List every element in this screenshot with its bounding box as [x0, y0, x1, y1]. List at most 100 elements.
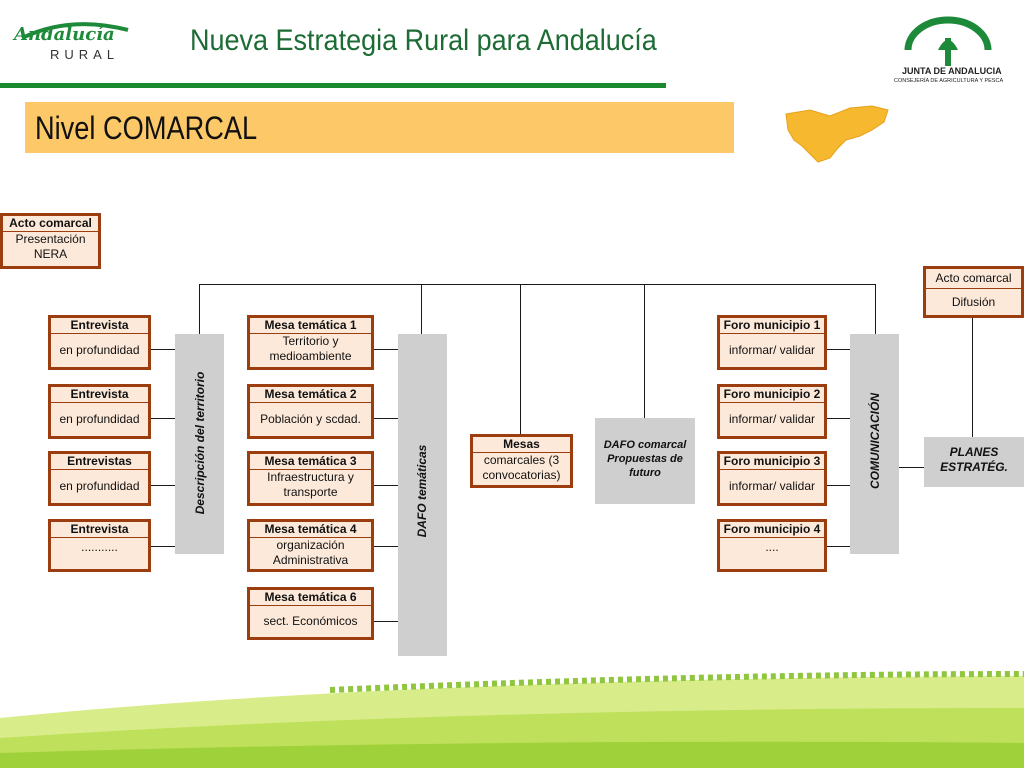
line-mesa4 — [373, 546, 398, 547]
mesa-header: Mesa temática 2 — [250, 387, 371, 403]
line-foro4 — [826, 546, 850, 547]
foro-body: .... — [765, 539, 779, 554]
mesa-header: Mesa temática 4 — [250, 522, 371, 538]
mesa-tematica-1: Mesa temática 1 Territorio y medioambien… — [247, 315, 374, 370]
mesas-comarcales-header: Mesas — [473, 437, 570, 453]
dafo-comarcal-line1: DAFO comarcal — [603, 439, 687, 451]
entrevista-box-2: Entrevista en profundidad — [48, 384, 151, 439]
mesa-tematica-6: Mesa temática 6 sect. Económicos — [247, 587, 374, 640]
foro-municipio-4: Foro municipio 4 .... — [717, 519, 827, 572]
entrevista-header: Entrevista — [51, 318, 148, 334]
line-com-up — [875, 284, 876, 334]
entrevista-body: en profundidad — [59, 478, 140, 493]
foro-body: informar/ validar — [728, 478, 816, 493]
line-mesa3 — [373, 485, 398, 486]
acto-comarcal-header: Acto comarcal — [3, 216, 98, 232]
acto-comarcal-difusion: Acto comarcal Difusión — [923, 266, 1024, 318]
line-foro3 — [826, 485, 850, 486]
andalucia-rural-logo: Andalucía RURAL — [10, 10, 135, 65]
line-mesas-up — [520, 284, 521, 436]
planes-line1: PLANES — [949, 445, 999, 459]
mesa-line1: sect. Económicos — [263, 613, 358, 628]
foro-body: informar/ validar — [728, 411, 816, 426]
mesa-header: Mesa temática 1 — [250, 318, 371, 334]
line-foro1 — [826, 349, 850, 350]
entrevista-box-1: Entrevista en profundidad — [48, 315, 151, 370]
mesa-tematica-2: Mesa temática 2 Población y scdad. — [247, 384, 374, 439]
mesa-line2: Administrativa — [272, 553, 349, 567]
entrevista-body: en profundidad — [59, 411, 140, 426]
mesa-line2: medioambiente — [269, 349, 352, 363]
entrevista-box-4: Entrevista ........... — [48, 519, 151, 572]
level-banner-text: Nivel COMARCAL — [35, 110, 258, 146]
mesa-line1: Infraestructura y — [267, 470, 354, 484]
acto-difusion-body: Difusión — [951, 294, 996, 309]
page-title: Nueva Estrategia Rural para Andalucía — [190, 24, 657, 57]
entrevista-box-3: Entrevistas en profundidad — [48, 451, 151, 506]
foro-header: Foro municipio 1 — [720, 318, 824, 334]
dafo-tematicas-label: DAFO temáticas — [415, 444, 429, 538]
mesa-header: Mesa temática 6 — [250, 590, 371, 606]
mesa-tematica-4: Mesa temática 4 organización Administrat… — [247, 519, 374, 572]
mesa-line1: organización — [276, 538, 345, 552]
mesa-line1: Territorio y — [282, 334, 339, 348]
entrevista-header: Entrevista — [51, 387, 148, 403]
line-ent2 — [150, 418, 175, 419]
level-banner: Nivel COMARCAL — [25, 102, 734, 153]
foro-municipio-3: Foro municipio 3 informar/ validar — [717, 451, 827, 506]
planes-estrategicos-box: PLANES ESTRATÉG. — [924, 437, 1024, 487]
logo-swoosh-icon — [21, 22, 129, 40]
line-dafo-tem-up — [421, 284, 422, 334]
junta-arch-icon — [904, 16, 992, 66]
mesas-comarcales-line1: comarcales (3 — [483, 453, 560, 467]
entrevista-header: Entrevista — [51, 522, 148, 538]
mesas-comarcales: Mesas comarcales (3 convocatorias) — [470, 434, 573, 488]
comarca-map-icon — [785, 105, 889, 163]
dafo-comarcal-line3: futuro — [629, 467, 661, 479]
acto-comarcal-presentacion: Acto comarcal Presentación NERA — [0, 213, 101, 269]
dafo-comarcal-line2: Propuestas de — [607, 453, 683, 465]
line-foro2 — [826, 418, 850, 419]
line-ent3 — [150, 485, 175, 486]
line-mesa6 — [373, 621, 398, 622]
mesa-tematica-3: Mesa temática 3 Infraestructura y transp… — [247, 451, 374, 506]
foro-body: informar/ validar — [728, 342, 816, 357]
dafo-tematicas-bar: DAFO temáticas — [398, 334, 447, 656]
mesa-line2: transporte — [283, 485, 338, 499]
junta-andalucia-logo: JUNTA DE ANDALUCIA CONSEJERÍA DE AGRICUL… — [890, 10, 1010, 90]
mesas-comarcales-line2: convocatorias) — [482, 468, 561, 482]
line-ent4 — [150, 546, 175, 547]
line-ent1 — [150, 349, 175, 350]
line-desc-up — [199, 284, 200, 334]
logo-sub-text: RURAL — [50, 47, 120, 62]
foro-municipio-1: Foro municipio 1 informar/ validar — [717, 315, 827, 370]
planes-line2: ESTRATÉG. — [940, 460, 1008, 474]
comunicacion-bar: COMUNICACIÓN — [850, 334, 899, 554]
entrevista-header: Entrevistas — [51, 454, 148, 470]
descripcion-territorio-bar: Descripción del territorio — [175, 334, 224, 554]
descripcion-territorio-label: Descripción del territorio — [193, 371, 207, 515]
acto-comarcal-line1: Presentación — [15, 232, 86, 246]
green-field-decoration — [0, 671, 1024, 768]
mesa-header: Mesa temática 3 — [250, 454, 371, 470]
dafo-comarcal-box: DAFO comarcal Propuestas de futuro — [595, 418, 695, 504]
junta-line2: CONSEJERÍA DE AGRICULTURA Y PESCA — [894, 78, 1004, 84]
line-acto-planes — [972, 317, 973, 437]
entrevista-body: en profundidad — [59, 342, 140, 357]
comunicacion-label: COMUNICACIÓN — [868, 393, 882, 489]
mesa-line1: Población y scdad. — [260, 411, 361, 426]
acto-comarcal-line2: NERA — [33, 247, 68, 261]
top-horizontal-line — [199, 284, 876, 285]
line-com-planes — [899, 467, 924, 468]
line-dafo-com-up — [644, 284, 645, 418]
entrevista-body: ........... — [81, 539, 118, 554]
title-underline — [0, 83, 666, 88]
foro-header: Foro municipio 2 — [720, 387, 824, 403]
junta-line1: JUNTA DE ANDALUCIA — [902, 66, 1002, 76]
logo-script-text: Andalucía — [14, 24, 115, 45]
line-mesa2 — [373, 418, 398, 419]
foro-municipio-2: Foro municipio 2 informar/ validar — [717, 384, 827, 439]
line-mesa1 — [373, 349, 398, 350]
foro-header: Foro municipio 4 — [720, 522, 824, 538]
acto-difusion-header: Acto comarcal — [926, 269, 1021, 289]
